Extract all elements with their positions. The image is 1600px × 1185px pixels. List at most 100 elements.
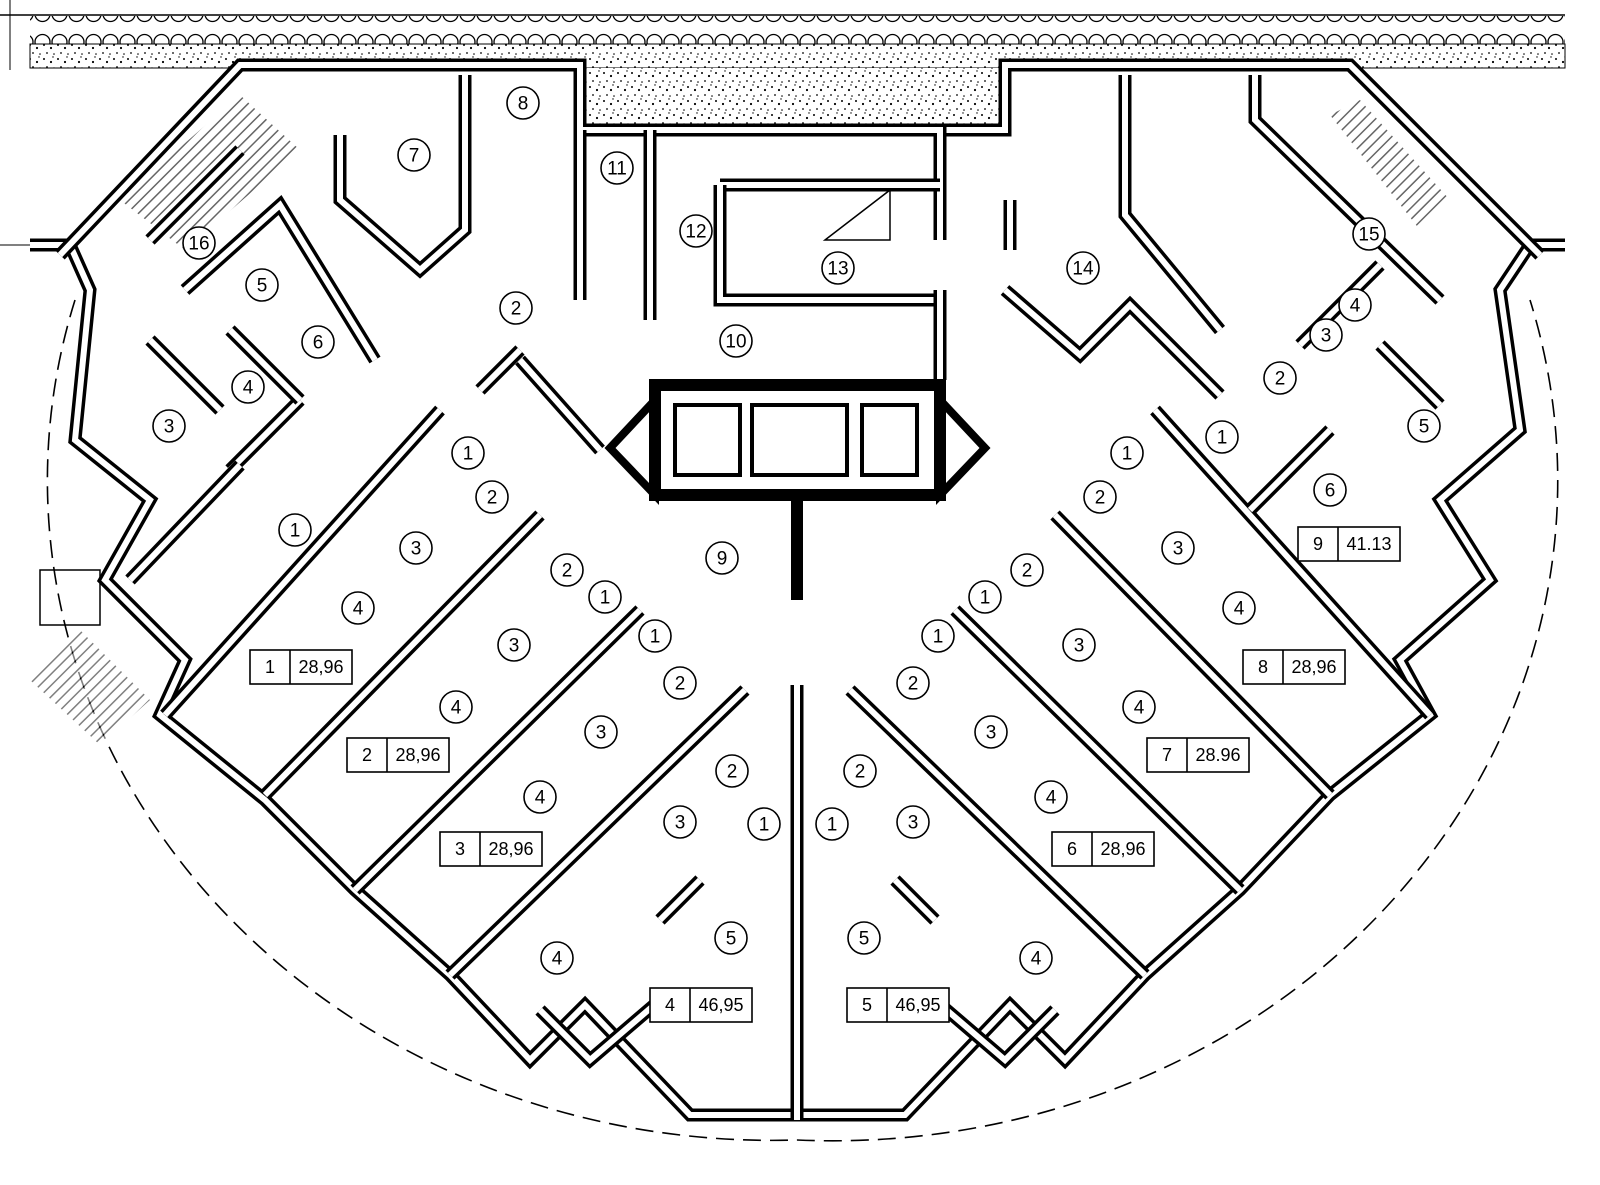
room-number: 2 bbox=[727, 762, 738, 783]
room-number: 1 bbox=[980, 588, 991, 609]
room-marker: 1 bbox=[747, 807, 781, 841]
wall-core bbox=[1377, 342, 1443, 408]
ground-band bbox=[0, 0, 1566, 246]
room-marker: 2 bbox=[1083, 480, 1117, 514]
room-number: 1 bbox=[827, 815, 838, 836]
room-marker: 4 bbox=[1019, 941, 1053, 975]
room-marker: 4 bbox=[540, 941, 574, 975]
wall-core bbox=[892, 877, 938, 923]
apartment-area: 41.13 bbox=[1346, 534, 1391, 554]
room-marker: 13 bbox=[821, 251, 855, 285]
room-number: 3 bbox=[986, 723, 997, 744]
room-marker: 1 bbox=[968, 580, 1002, 614]
room-circle bbox=[399, 531, 433, 565]
wall-core bbox=[262, 512, 543, 798]
room-marker: 12 bbox=[679, 214, 713, 248]
wall-core bbox=[650, 127, 943, 240]
room-circle bbox=[847, 921, 881, 955]
room-circle bbox=[1122, 690, 1156, 724]
room-number: 2 bbox=[855, 762, 866, 783]
room-number: 5 bbox=[726, 929, 737, 950]
apartment-box bbox=[1051, 831, 1155, 867]
room-marker: 1 bbox=[1205, 420, 1239, 454]
room-marker: 2 bbox=[1010, 553, 1044, 587]
room-number: 3 bbox=[164, 417, 175, 438]
room-marker: 2 bbox=[1263, 361, 1297, 395]
room-marker: 3 bbox=[497, 628, 531, 662]
room-circle bbox=[1110, 436, 1144, 470]
room-circle bbox=[523, 780, 557, 814]
room-circle bbox=[968, 580, 1002, 614]
wall-core bbox=[447, 687, 748, 978]
room-number: 2 bbox=[511, 299, 522, 320]
room-number: 1 bbox=[759, 815, 770, 836]
room-marker: 9 bbox=[705, 541, 739, 575]
room-circle bbox=[1309, 318, 1343, 352]
wall bbox=[180, 194, 381, 364]
room-circle bbox=[1222, 591, 1256, 625]
room-circle bbox=[719, 324, 753, 358]
apartment-box bbox=[1242, 649, 1346, 685]
room-number: 4 bbox=[1046, 788, 1057, 809]
room-marker: 11 bbox=[600, 151, 634, 185]
room-number: 4 bbox=[552, 949, 563, 970]
room-circle bbox=[1083, 480, 1117, 514]
room-number: 3 bbox=[411, 539, 422, 560]
room-circle bbox=[815, 807, 849, 841]
apartment-number: 1 bbox=[265, 657, 275, 677]
room-number: 14 bbox=[1072, 259, 1094, 280]
wall-core bbox=[517, 358, 603, 452]
room-circle bbox=[451, 436, 485, 470]
room-marker: 7 bbox=[397, 138, 431, 172]
room-marker: 2 bbox=[896, 666, 930, 700]
wall-core bbox=[537, 997, 662, 1065]
room-number: 8 bbox=[518, 94, 529, 115]
room-marker: 1 bbox=[451, 436, 485, 470]
room-marker: 4 bbox=[523, 780, 557, 814]
room-number: 4 bbox=[243, 378, 254, 399]
wall-core bbox=[227, 397, 303, 473]
apartment-number: 4 bbox=[665, 995, 675, 1015]
room-marker: 4 bbox=[1122, 690, 1156, 724]
room-number: 4 bbox=[1350, 296, 1361, 317]
room-number: 5 bbox=[257, 276, 268, 297]
apartment-number: 2 bbox=[362, 745, 372, 765]
room-circle bbox=[1338, 288, 1372, 322]
room-marker: 10 bbox=[719, 324, 753, 358]
room-marker: 2 bbox=[843, 754, 877, 788]
apartment-box bbox=[1146, 737, 1250, 773]
room-marker: 1 bbox=[638, 619, 672, 653]
room-circle bbox=[1034, 780, 1068, 814]
room-marker: 1 bbox=[588, 580, 622, 614]
room-number: 9 bbox=[717, 549, 728, 570]
room-number: 1 bbox=[290, 521, 301, 542]
room-number: 10 bbox=[725, 332, 746, 353]
wall-core bbox=[1152, 407, 1433, 718]
room-number: 7 bbox=[409, 146, 420, 167]
room-circle bbox=[1352, 217, 1386, 251]
room-marker: 2 bbox=[715, 754, 749, 788]
apartment-box bbox=[249, 649, 353, 685]
room-number: 2 bbox=[1095, 488, 1106, 509]
wall bbox=[333, 75, 472, 279]
room-marker: 4 bbox=[1034, 780, 1068, 814]
room-marker: 8 bbox=[506, 86, 540, 120]
room-circle bbox=[1019, 941, 1053, 975]
room-circle bbox=[638, 619, 672, 653]
room-marker: 3 bbox=[584, 715, 618, 749]
room-number: 3 bbox=[509, 636, 520, 657]
apartment-area: 28,96 bbox=[1291, 657, 1336, 677]
room-number: 4 bbox=[535, 788, 546, 809]
room-circle bbox=[821, 251, 855, 285]
room-marker: 6 bbox=[301, 325, 335, 359]
room-marker: 5 bbox=[1407, 409, 1441, 443]
room-circle bbox=[714, 921, 748, 955]
wall-core bbox=[147, 337, 223, 413]
room-number: 1 bbox=[1122, 444, 1133, 465]
room-number: 2 bbox=[908, 674, 919, 695]
room-marker: 3 bbox=[1309, 318, 1343, 352]
